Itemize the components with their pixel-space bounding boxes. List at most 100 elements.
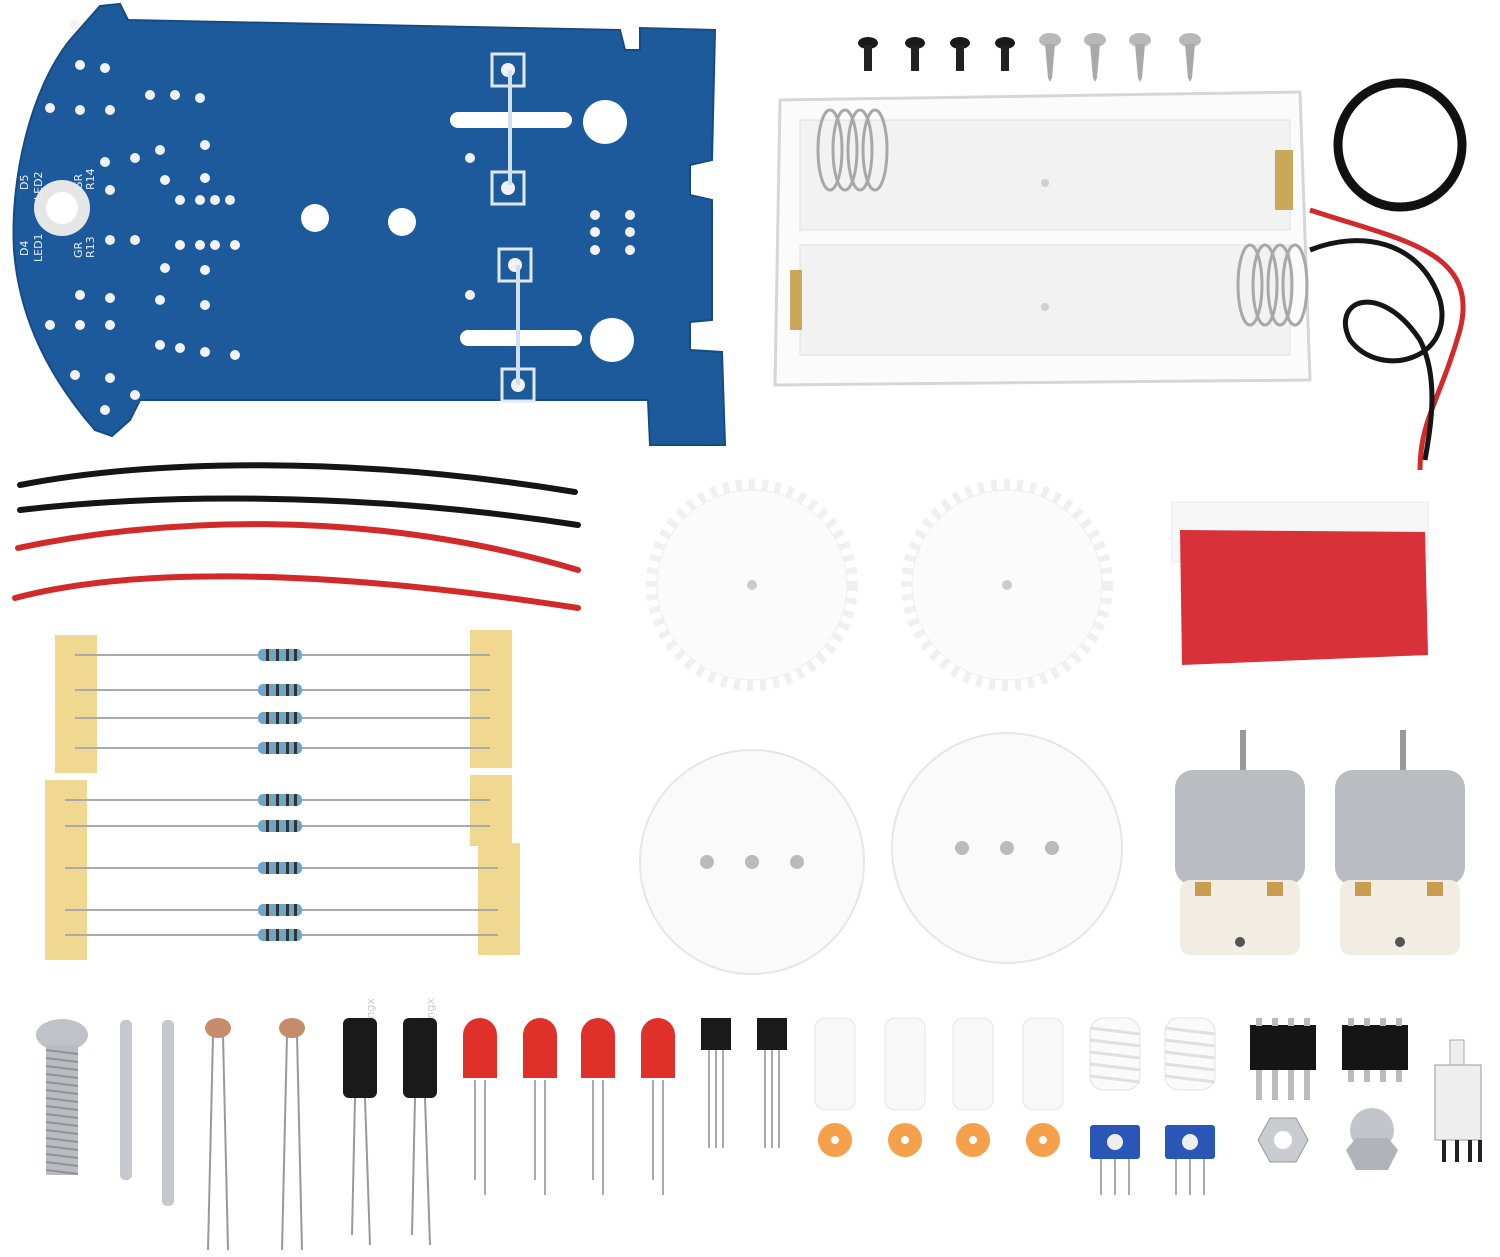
transistor	[757, 1018, 787, 1050]
holder-hole	[1041, 303, 1049, 311]
motor-can	[1175, 770, 1305, 885]
ic-pin	[1348, 1070, 1354, 1082]
lead	[207, 1034, 214, 1251]
resistor-band	[294, 794, 297, 806]
red-led	[581, 1018, 615, 1078]
pcb-pad	[100, 405, 110, 415]
resistors	[45, 630, 520, 960]
motor-terminal	[1267, 882, 1283, 896]
ic-pin	[1396, 1018, 1402, 1026]
silk-led1: LED1	[32, 233, 45, 262]
wire-red	[15, 521, 581, 573]
bolt-thread	[45, 1073, 79, 1079]
bolt-thread	[45, 1153, 79, 1159]
bolt-thread	[45, 1049, 79, 1055]
pcb-pad	[200, 140, 210, 150]
pcb-pad	[75, 290, 85, 300]
lead	[411, 1097, 416, 1236]
pcb-pad	[210, 195, 220, 205]
ic-pin	[1396, 1070, 1402, 1082]
pcb-pad	[155, 145, 165, 155]
motor-endcap	[1180, 880, 1300, 955]
pcb-pad	[625, 245, 635, 255]
switch-pin	[1478, 1140, 1482, 1162]
silver-screw-head	[1039, 33, 1061, 47]
tape-red	[1180, 530, 1428, 665]
nylon-spacer	[1022, 1017, 1064, 1111]
pcb-pad	[70, 20, 80, 30]
pcb-pad	[195, 93, 205, 103]
pcb-pad	[160, 263, 170, 273]
bolt-thread	[45, 1097, 79, 1103]
wheel-hole	[1045, 841, 1059, 855]
ic-pin	[1272, 1018, 1278, 1026]
pcb-pad	[210, 240, 220, 250]
silver-screw-shaft	[1135, 44, 1145, 82]
pcb-pad	[75, 60, 85, 70]
black-screw-head	[905, 37, 925, 49]
pcb-pad	[100, 63, 110, 73]
worm-thread	[1089, 1074, 1141, 1084]
silver-screw-head	[1179, 33, 1201, 47]
bolt-thread	[45, 1057, 79, 1063]
battery-wire-black	[1309, 238, 1445, 461]
bolt-thread	[45, 1145, 79, 1151]
silver-screw-head	[1084, 33, 1106, 47]
bolt-thread	[45, 1113, 79, 1119]
pcb-pad	[590, 245, 600, 255]
resistor-band	[276, 862, 279, 874]
resistor-band	[294, 820, 297, 832]
silk-r14: R14	[84, 168, 97, 190]
small-components: Chengx Chengx	[36, 998, 1482, 1251]
pcb-pad	[145, 90, 155, 100]
battery-slot	[799, 119, 1291, 231]
silver-screw-shaft	[1090, 44, 1100, 82]
resistor-band	[286, 712, 289, 724]
nylon-spacer	[952, 1017, 994, 1111]
pcb-pad	[465, 153, 475, 163]
motor-shaft	[1400, 730, 1406, 775]
tape-strip	[470, 630, 512, 768]
bolt-thread	[45, 1081, 79, 1087]
pcb-pad	[200, 265, 210, 275]
resistor-band	[276, 684, 279, 696]
trimmer-knob	[1107, 1134, 1123, 1150]
resistor-band	[276, 649, 279, 661]
resistor-band	[276, 794, 279, 806]
pcb-pad	[195, 240, 205, 250]
motor-terminal	[1427, 882, 1443, 896]
metal-axle	[162, 1020, 174, 1206]
battery-spring-coil	[1281, 243, 1309, 327]
bolt-thread	[45, 1121, 79, 1127]
axle-hole	[590, 318, 634, 362]
resistor-band	[286, 862, 289, 874]
pcb-pad	[590, 210, 600, 220]
ic-pin	[1304, 1070, 1310, 1100]
resistor-band	[294, 684, 297, 696]
resistor-band	[266, 684, 269, 696]
pulley-wheel	[639, 749, 865, 975]
silver-screw-shaft	[1185, 44, 1195, 82]
resistor-band	[266, 742, 269, 754]
pcb-pad	[175, 343, 185, 353]
pcb-pad	[45, 103, 55, 113]
motor-terminal	[1355, 882, 1371, 896]
resistor-band	[266, 794, 269, 806]
bolt-thread	[45, 1065, 79, 1071]
bolt-thread	[45, 1161, 79, 1167]
wire-black	[17, 495, 581, 528]
ic-chip	[1250, 1025, 1316, 1070]
lead	[351, 1097, 356, 1236]
battery-holder	[773, 90, 1312, 387]
holder-hole	[1041, 179, 1049, 187]
pcb-outline	[12, 2, 727, 446]
ic-pin	[1256, 1070, 1262, 1100]
lead	[296, 1034, 303, 1251]
resistor-band	[286, 929, 289, 941]
pcb-board: D5 LED2 D4 LED1 GR R14 GR R13	[12, 2, 727, 446]
worm-thread	[1089, 1050, 1141, 1060]
bolt-thread	[45, 1137, 79, 1143]
battery-spring-coil	[1266, 243, 1294, 327]
black-screw-head	[995, 37, 1015, 49]
